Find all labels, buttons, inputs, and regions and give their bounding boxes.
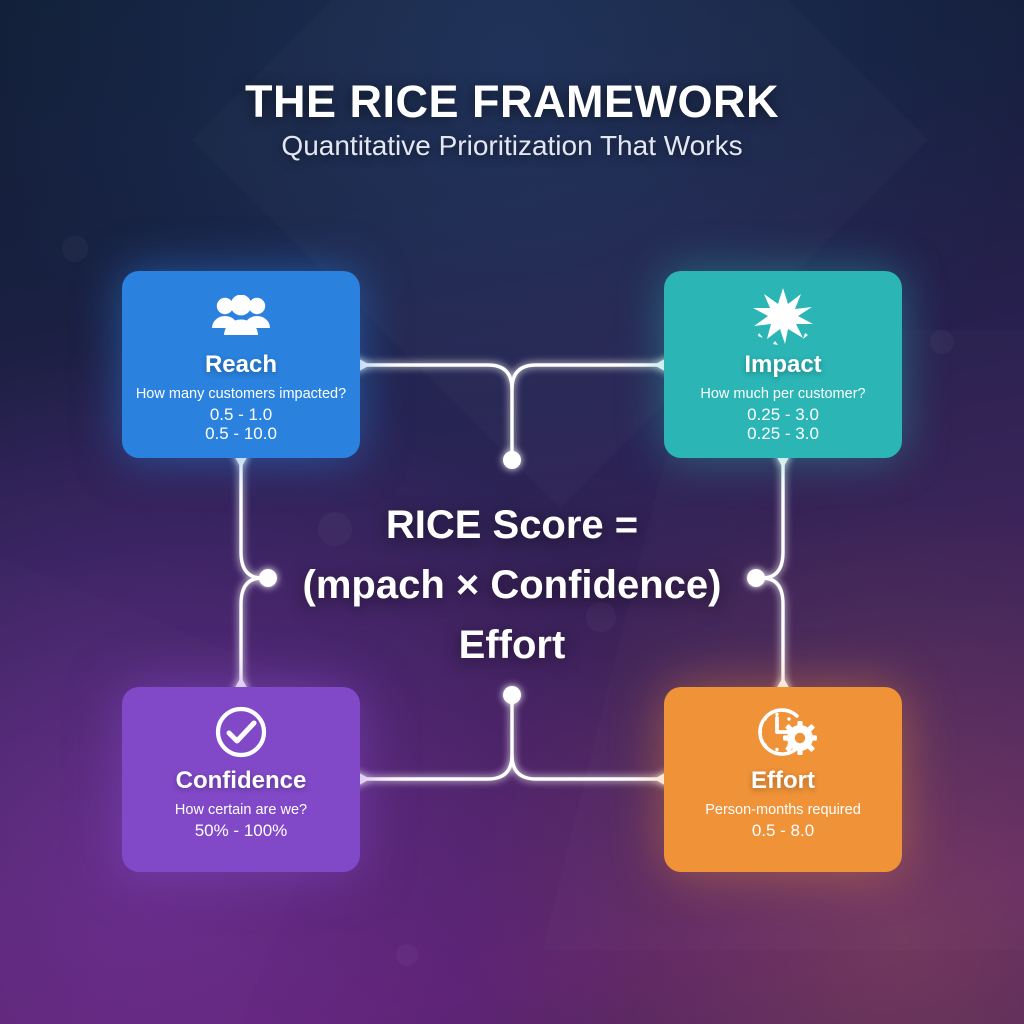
card-title: Confidence bbox=[175, 767, 307, 794]
card-description: How much per customer? bbox=[700, 386, 866, 402]
card-range: 0.25 - 3.0 bbox=[747, 405, 819, 424]
card-title: Effort bbox=[751, 767, 815, 794]
junction-dot-top bbox=[503, 451, 521, 469]
card-title: Reach bbox=[204, 351, 278, 378]
card-description: How certain are we? bbox=[174, 802, 308, 818]
card-range: 0.5 - 8.0 bbox=[751, 821, 815, 840]
card-range: 0.5 - 1.0 bbox=[209, 405, 273, 424]
burst-star-icon bbox=[664, 287, 902, 345]
rice-formula: RICE Score = (mpach × Confidence) Effort bbox=[212, 495, 812, 675]
card-range-duplicate: 0.25 - 3.0 bbox=[747, 424, 819, 443]
page-subtitle: Quantitative Prioritization That Works bbox=[281, 130, 743, 161]
card-description: Person-months required bbox=[705, 802, 861, 818]
check-circle-icon bbox=[122, 703, 360, 761]
junction-dot-left bbox=[259, 569, 277, 587]
connector-right-lower bbox=[760, 576, 785, 683]
card-confidence[interactable]: Confidence How certain are we? 50% - 100… bbox=[122, 687, 360, 872]
junction-dot-right bbox=[747, 569, 765, 587]
card-effort[interactable]: Effort Person-months required 0.5 - 8.0 bbox=[664, 687, 902, 872]
card-impact[interactable]: Impact How much per customer? 0.25 - 3.0… bbox=[664, 271, 902, 458]
connector-left-lower bbox=[239, 576, 264, 683]
formula-line-3: Effort bbox=[458, 623, 566, 667]
card-range-duplicate: 0.5 - 10.0 bbox=[205, 424, 277, 443]
formula-line-2: (mpach × Confidence) bbox=[302, 563, 722, 607]
connector-impact-to-center bbox=[510, 363, 660, 391]
junction-dot-bottom bbox=[503, 686, 521, 704]
people-group-icon bbox=[122, 287, 360, 345]
connector-confidence-to-center bbox=[364, 698, 514, 781]
card-reach[interactable]: Reach How many customers impacted? 0.5 -… bbox=[122, 271, 360, 458]
card-description: How many customers impacted? bbox=[135, 386, 347, 402]
card-title: Impact bbox=[744, 351, 822, 378]
connector-reach-to-center bbox=[364, 363, 514, 457]
page-title: THE RICE FRAMEWORK bbox=[245, 76, 779, 127]
connector-effort-to-center bbox=[510, 753, 660, 781]
card-range: 50% - 100% bbox=[194, 821, 288, 840]
clock-gear-icon bbox=[664, 703, 902, 761]
formula-line-1: RICE Score = bbox=[385, 503, 639, 547]
